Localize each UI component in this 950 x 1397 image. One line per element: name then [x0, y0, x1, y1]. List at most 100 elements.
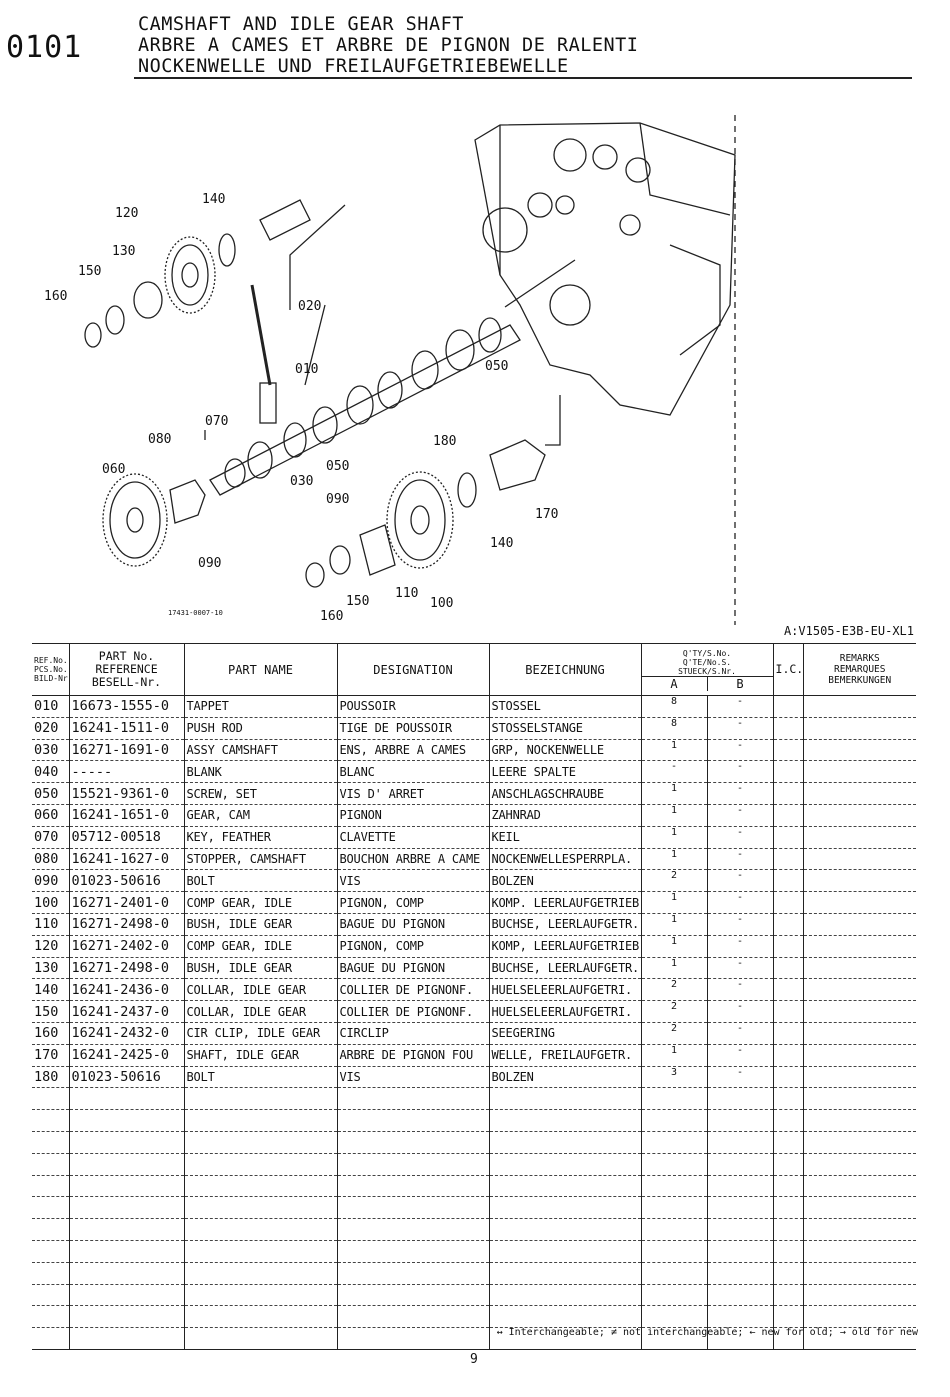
page-number: 9	[470, 1352, 478, 1367]
cell-ic	[773, 957, 804, 980]
cell-ic	[773, 869, 804, 893]
cell-remarks	[803, 869, 917, 893]
cell-qty-b	[707, 1153, 774, 1176]
callout: 140	[490, 536, 513, 551]
cell-ic	[773, 1109, 804, 1132]
cell-name: BUSH, IDLE GEAR	[184, 913, 338, 936]
cell-designation: CIRCLIP	[337, 1022, 490, 1045]
cell-qty-a: 1	[641, 891, 708, 914]
title-underline	[134, 77, 912, 79]
cell-remarks	[803, 1131, 917, 1154]
cell-ic	[773, 760, 804, 784]
cell-bezeichnung: BOLZEN	[489, 869, 642, 893]
cell-ref	[32, 1175, 70, 1198]
cell-part-no	[69, 1240, 185, 1263]
cell-bezeichnung: STOSSEL	[489, 695, 642, 718]
callout: 150	[346, 594, 369, 609]
circlip-upper	[84, 322, 102, 348]
push-rod	[250, 284, 272, 386]
callout: 100	[430, 596, 453, 611]
cell-qty-b	[707, 1218, 774, 1241]
cell-qty-b: -	[707, 782, 774, 805]
cell-qty-b	[707, 1109, 774, 1132]
cell-ic	[773, 1087, 804, 1111]
idle-gear-upper	[164, 236, 216, 314]
table-row-blank	[32, 1153, 917, 1176]
cell-bezeichnung	[489, 1196, 642, 1220]
cell-ref: 100	[32, 891, 70, 914]
cell-designation: PIGNON, COMP	[337, 891, 490, 914]
cell-designation	[337, 1218, 490, 1241]
cell-bezeichnung	[489, 1087, 642, 1111]
cell-part-no: 16271-2498-0	[69, 957, 185, 980]
cell-ref: 170	[32, 1044, 70, 1067]
cell-bezeichnung: KEIL	[489, 826, 642, 849]
cell-bezeichnung: GRP, NOCKENWELLE	[489, 739, 642, 762]
exploded-parts-diagram: 120 140 130 150 160 020 010 050 070 080 …	[44, 115, 736, 625]
cell-ref	[32, 1262, 70, 1285]
cell-part-no: -----	[69, 760, 185, 784]
cell-qty-b: -	[707, 869, 774, 893]
callout: 050	[326, 459, 349, 474]
cell-qty-b	[707, 1175, 774, 1198]
cell-bezeichnung: KOMP, LEERLAUFGETRIEB	[489, 935, 642, 958]
cell-name	[184, 1087, 338, 1111]
cell-qty-a: 1	[641, 782, 708, 805]
cell-qty-a: 2	[641, 869, 708, 893]
cell-bezeichnung	[489, 1305, 642, 1329]
cell-name	[184, 1262, 338, 1285]
cell-qty-a	[641, 1218, 708, 1241]
model-code: A:V1505-E3B-EU-XL1	[783, 624, 914, 638]
cell-designation	[337, 1240, 490, 1263]
cell-ic	[773, 1284, 804, 1307]
cell-qty-a	[641, 1087, 708, 1111]
callout: 180	[433, 434, 456, 449]
cell-qty-a: 1	[641, 804, 708, 827]
cell-qty-a	[641, 1196, 708, 1220]
cell-qty-a: 2	[641, 1022, 708, 1045]
cell-designation: POUSSOIR	[337, 695, 490, 718]
cell-qty-b	[707, 1240, 774, 1263]
cell-qty-b: -	[707, 978, 774, 1002]
cell-ref	[32, 1240, 70, 1263]
bush-upper	[133, 281, 163, 319]
camshaft-stopper	[169, 479, 206, 524]
diagram-callouts: 120 140 130 150 160 020 010 050 070 080 …	[44, 192, 558, 624]
callout: 160	[320, 609, 343, 624]
table-row-blank	[32, 1196, 917, 1220]
camshaft	[209, 317, 521, 496]
cell-designation: PIGNON, COMP	[337, 935, 490, 958]
cell-remarks	[803, 804, 917, 827]
collar-upper-150	[105, 305, 125, 335]
table-row-blank	[32, 1284, 917, 1307]
cell-part-no: 16241-2436-0	[69, 978, 185, 1002]
cell-designation: BAGUE DU PIGNON	[337, 957, 490, 980]
cell-ref: 020	[32, 717, 70, 740]
cell-remarks	[803, 978, 917, 1002]
cell-part-no: 01023-50616	[69, 869, 185, 893]
cell-qty-a	[641, 1131, 708, 1154]
cell-ic	[773, 1022, 804, 1045]
cell-remarks	[803, 717, 917, 740]
cell-name	[184, 1109, 338, 1132]
callout: 140	[202, 192, 225, 207]
table-row-blank	[32, 1175, 917, 1198]
cell-qty-b: -	[707, 804, 774, 827]
cell-designation: ARBRE DE PIGNON FOU	[337, 1044, 490, 1067]
cell-designation	[337, 1109, 490, 1132]
callout: 090	[326, 492, 349, 507]
cell-remarks	[803, 1000, 917, 1023]
cell-bezeichnung: LEERE SPALTE	[489, 760, 642, 784]
cell-designation: VIS	[337, 1066, 490, 1089]
cell-qty-b: -	[707, 695, 774, 718]
cell-part-no	[69, 1175, 185, 1198]
cell-designation	[337, 1175, 490, 1198]
cell-qty-b: -	[707, 891, 774, 914]
